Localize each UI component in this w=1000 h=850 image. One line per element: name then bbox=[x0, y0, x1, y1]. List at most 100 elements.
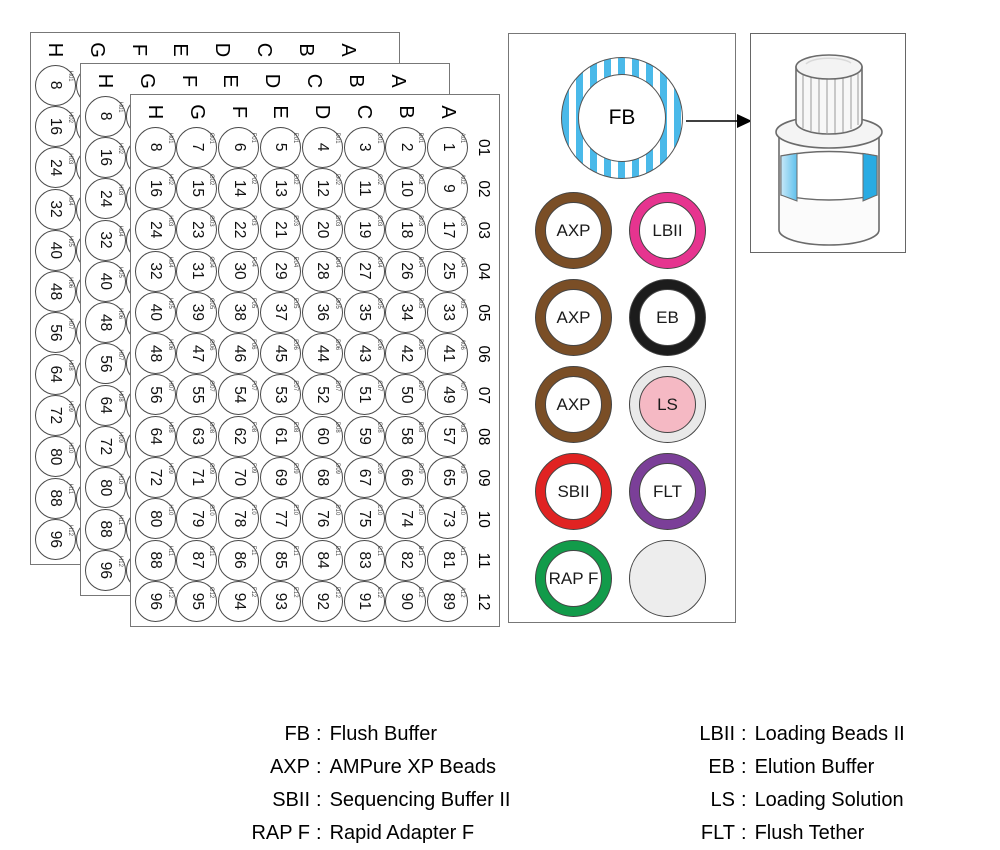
tube-label: EB bbox=[639, 289, 696, 346]
well-number: 76 bbox=[314, 510, 332, 528]
legend-item: LBII:Loading Beads II bbox=[600, 718, 905, 751]
well-number: 72 bbox=[47, 406, 65, 425]
tube-label: AXP bbox=[545, 376, 602, 433]
legend-colon: : bbox=[316, 723, 322, 745]
well-number: 60 bbox=[314, 427, 332, 445]
well-number: 63 bbox=[188, 427, 206, 445]
well-number: 3 bbox=[356, 142, 374, 152]
well-number: 75 bbox=[356, 510, 374, 528]
well-number: 85 bbox=[272, 551, 290, 569]
well-number: 25 bbox=[439, 262, 457, 280]
well-number: 19 bbox=[356, 221, 374, 239]
col-number: 04 bbox=[475, 262, 492, 281]
tube-axp: AXP bbox=[535, 192, 612, 269]
tube-rap-f: RAP F bbox=[535, 540, 612, 617]
tube-label: SBII bbox=[545, 463, 602, 520]
well-number: 40 bbox=[147, 303, 165, 321]
well-number: 24 bbox=[97, 190, 115, 208]
legend-name: Loading Beads II bbox=[754, 723, 905, 745]
well-number: 58 bbox=[397, 427, 415, 445]
row-letter: A bbox=[336, 43, 359, 57]
well-number: 16 bbox=[147, 179, 165, 198]
well-number: 72 bbox=[97, 437, 115, 456]
tube-sbii: SBII bbox=[535, 453, 612, 530]
well-number: 22 bbox=[230, 221, 248, 239]
bottle-box bbox=[750, 33, 906, 253]
well-number: 70 bbox=[230, 468, 248, 487]
legend-item: SBII:Sequencing Buffer II bbox=[120, 784, 510, 817]
row-letter: C bbox=[253, 42, 276, 58]
well-number: 56 bbox=[147, 386, 165, 404]
well-number: 29 bbox=[272, 262, 290, 280]
well-number: 10 bbox=[397, 179, 415, 198]
row-letter: G bbox=[185, 104, 208, 120]
well-number: 48 bbox=[97, 314, 115, 332]
well-number: 80 bbox=[97, 479, 115, 497]
col-number: 11 bbox=[475, 552, 492, 569]
well-number: 30 bbox=[230, 262, 248, 280]
col-number: 12 bbox=[475, 593, 492, 611]
well-number: 81 bbox=[439, 551, 457, 569]
well-number: 16 bbox=[47, 117, 65, 136]
well-number: 69 bbox=[272, 468, 290, 487]
legend-abbr: LBII bbox=[699, 723, 735, 745]
tube-label: AXP bbox=[545, 289, 602, 346]
row-letter: F bbox=[177, 74, 200, 88]
col-number: 02 bbox=[475, 180, 492, 198]
row-letter: A bbox=[386, 74, 409, 88]
legend-colon: : bbox=[741, 756, 747, 778]
well-number: 79 bbox=[188, 510, 206, 528]
row-letter: D bbox=[261, 73, 284, 89]
well-number: 32 bbox=[147, 262, 165, 280]
tube-label: AXP bbox=[545, 202, 602, 259]
well-number: 61 bbox=[272, 427, 290, 445]
well-number: 33 bbox=[439, 303, 457, 321]
well-number: 18 bbox=[397, 221, 415, 239]
well-number: 50 bbox=[397, 386, 415, 404]
well-number: 12 bbox=[314, 179, 332, 198]
legend-item: AXP:AMPure XP Beads bbox=[120, 751, 510, 784]
legend-abbr: EB bbox=[708, 756, 735, 778]
well-number: 95 bbox=[188, 592, 206, 611]
